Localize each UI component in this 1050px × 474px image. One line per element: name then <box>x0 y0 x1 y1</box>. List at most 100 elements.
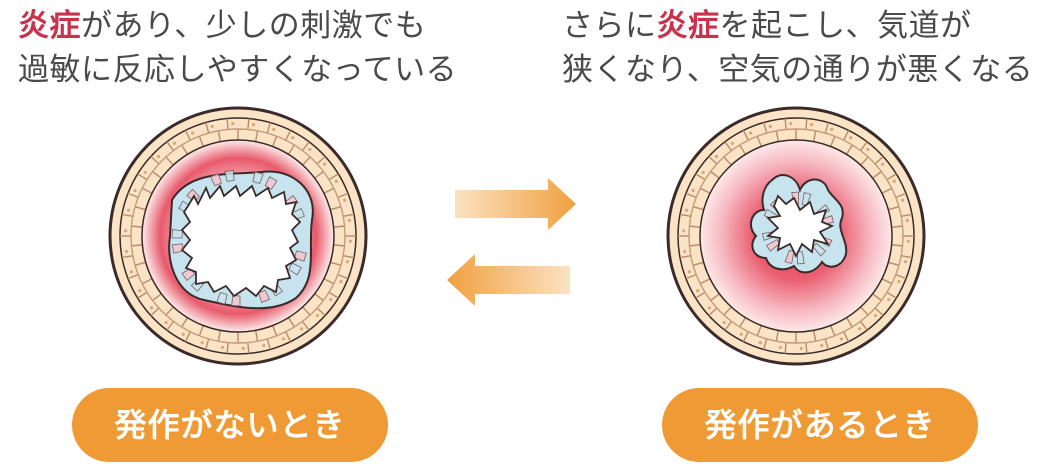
wall-cell-divider <box>891 244 903 247</box>
wall-cell-nucleus <box>181 332 185 336</box>
epithelium-cell <box>258 289 271 303</box>
wall-cell-nucleus <box>866 147 870 152</box>
caption-no-attack: 炎症があり、少しの刺激でも 過敏に反応しやすくなっている <box>18 4 457 92</box>
wall-cell-divider <box>152 293 162 302</box>
wall-cell-nucleus <box>748 131 753 135</box>
wall-cell-nucleus <box>789 122 793 126</box>
wall-cell-divider <box>895 192 907 198</box>
wall-cell-nucleus <box>339 279 343 284</box>
wall-cell-divider <box>272 325 278 337</box>
wall-cell-nucleus <box>315 313 320 318</box>
wall-cell-divider <box>710 293 720 302</box>
wall-cell-divider <box>330 206 342 211</box>
wall-cell-divider <box>888 261 900 266</box>
wall-cell-nucleus <box>241 346 245 350</box>
wall-cell-nucleus <box>799 346 803 350</box>
caption-attack-line2: 狭くなり、空気の通りが悪くなる <box>562 52 1034 88</box>
wall-cell-divider <box>330 261 342 266</box>
wall-cell-divider <box>775 330 780 342</box>
wall-cell-nucleus <box>291 136 295 140</box>
caption-no-attack-line1: 炎症があり、少しの刺激でも <box>18 4 457 48</box>
wall-cell-nucleus <box>172 141 177 145</box>
wall-cell-divider <box>708 307 718 317</box>
wall-cell-divider <box>860 156 869 166</box>
wall-cell-divider <box>247 118 250 130</box>
wall-cell-divider <box>756 325 762 337</box>
wall-cell-nucleus <box>730 141 735 145</box>
wall-cell-divider <box>901 213 913 218</box>
wall-cell-divider <box>266 338 271 350</box>
wall-cell-divider <box>134 206 146 211</box>
wall-cell-divider <box>805 342 808 354</box>
wall-cell-divider <box>723 306 732 316</box>
wall-cell-nucleus <box>880 162 885 166</box>
wall-cell-nucleus <box>707 306 712 310</box>
wall-cell-nucleus <box>714 154 719 159</box>
wall-cell-nucleus <box>124 229 128 233</box>
wall-cell-divider <box>141 187 153 194</box>
wall-cell-divider <box>886 173 897 181</box>
wall-cell-nucleus <box>343 198 347 202</box>
wall-cell-nucleus <box>857 327 862 331</box>
wall-cell-nucleus <box>691 188 695 193</box>
no-attack-label: 発作がないとき <box>72 388 388 462</box>
wall-cell-divider <box>874 155 884 165</box>
wall-cell-nucleus <box>322 162 327 166</box>
wall-cell-divider <box>127 192 139 198</box>
wall-cell-divider <box>881 187 893 194</box>
wall-cell-nucleus <box>262 343 266 348</box>
wall-cell-divider <box>134 261 146 266</box>
wall-cell-divider <box>152 170 162 179</box>
wall-cell-divider <box>695 291 706 299</box>
wall-cell-divider <box>302 306 311 316</box>
wall-cell-divider <box>121 254 133 259</box>
wall-cell-divider <box>181 144 189 155</box>
wall-cell-divider <box>343 213 355 218</box>
wall-cell-divider <box>692 261 704 266</box>
wall-cell-divider <box>830 325 836 337</box>
wall-cell-nucleus <box>722 320 726 325</box>
wall-cell-divider <box>784 118 787 130</box>
epithelium-cell <box>171 243 184 254</box>
wall-cell-divider <box>121 213 133 218</box>
wall-cell-divider <box>699 187 711 194</box>
wall-cell-nucleus <box>778 345 783 350</box>
epithelium-cell <box>216 292 228 305</box>
wall-cell-nucleus <box>149 306 154 310</box>
wall-cell-divider <box>301 141 310 152</box>
wall-cell-divider <box>805 118 808 130</box>
wall-cell-divider <box>323 278 335 285</box>
wall-cell-nucleus <box>906 239 910 243</box>
caption-attack-line1-text: を起こし、気道が <box>719 8 972 44</box>
wall-cell-divider <box>337 192 349 198</box>
wall-cell-divider <box>131 225 143 228</box>
wall-cell-divider <box>756 135 762 147</box>
wall-cell-divider <box>739 144 747 155</box>
wall-cell-divider <box>328 173 339 181</box>
wall-cell-nucleus <box>839 337 844 341</box>
wall-cell-divider <box>165 306 174 316</box>
wall-cell-divider <box>724 141 733 152</box>
wall-cell-nucleus <box>903 260 908 264</box>
wall-cell-nucleus <box>156 154 161 159</box>
wall-cell-nucleus <box>892 179 896 183</box>
wall-cell-divider <box>784 342 787 354</box>
epithelium-cell <box>252 171 264 184</box>
airway-smooth-muscle-ring <box>141 139 335 333</box>
airway-smooth-muscle-ring <box>699 139 893 333</box>
wall-cell-divider <box>165 156 174 166</box>
wall-cell-nucleus <box>820 343 824 348</box>
wall-cell-divider <box>824 338 829 350</box>
wall-cell-nucleus <box>200 341 204 345</box>
wall-cell-nucleus <box>701 170 705 175</box>
caption-attack: さらに炎症を起こし、気道が 狭くなり、空気の通りが悪くなる <box>562 4 1033 92</box>
wall-cell-divider <box>901 254 913 259</box>
wall-cell-divider <box>710 170 720 179</box>
wall-cell-divider <box>872 170 882 179</box>
epithelium-cell <box>171 229 183 239</box>
wall-cell-divider <box>247 342 250 354</box>
wall-cell-divider <box>845 144 853 155</box>
wall-cell-divider <box>333 244 345 247</box>
wall-cell-nucleus <box>682 229 686 233</box>
wall-cell-divider <box>287 144 295 155</box>
